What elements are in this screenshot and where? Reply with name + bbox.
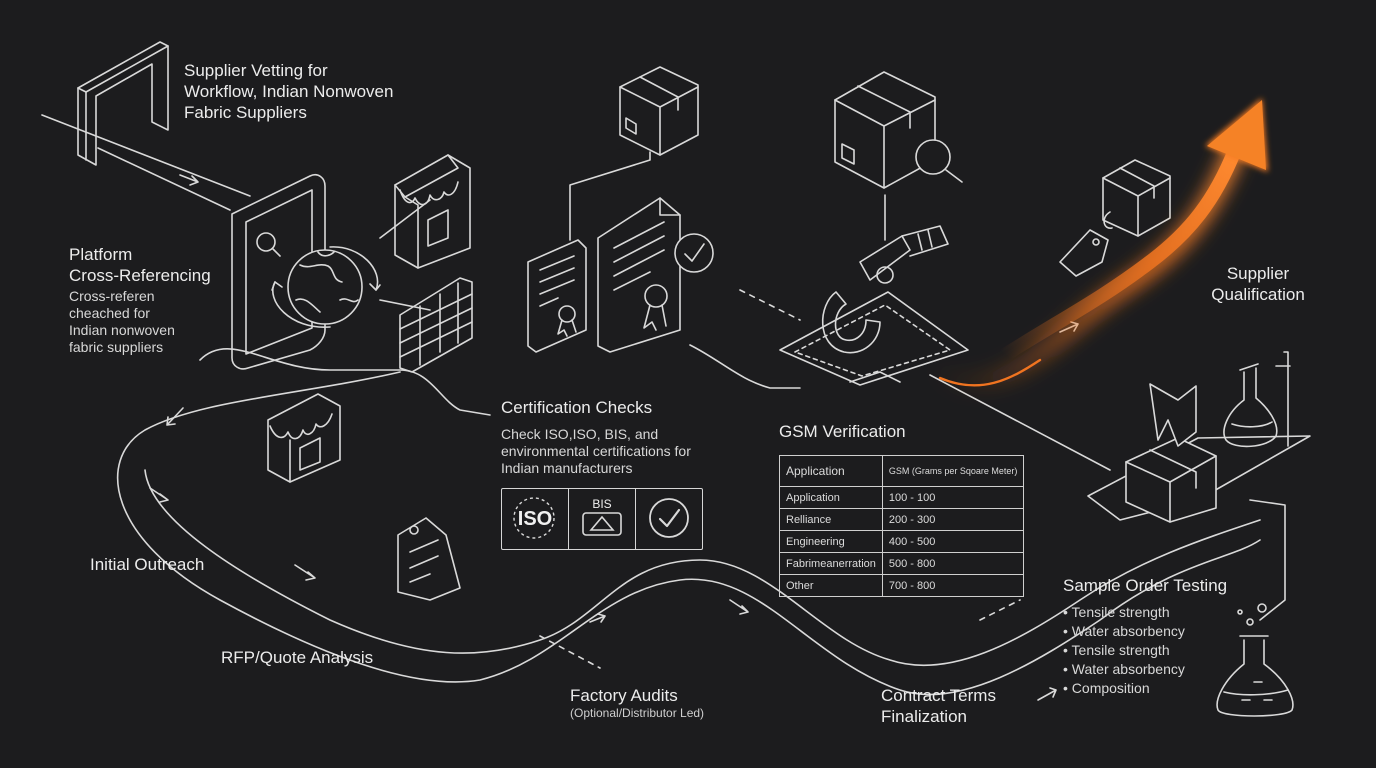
check-badge <box>636 489 702 549</box>
contract-line-2: Finalization <box>881 707 967 726</box>
gsm-cell-range: 200 - 300 <box>881 508 1025 531</box>
dashed-connector-3 <box>979 599 1021 621</box>
qualification-label: Supplier Qualification <box>1205 263 1311 305</box>
certification-heading: Certification Checks <box>501 398 653 417</box>
iso-badge: ISO <box>502 489 569 549</box>
lane-arrow-2 <box>149 487 169 503</box>
list-item: Water absorbency <box>1063 660 1227 679</box>
gsm-header-application: Application <box>779 455 883 487</box>
growth-arrow-icon <box>931 98 1268 392</box>
check-circle-icon <box>649 498 689 538</box>
certification-badges: ISO BIS <box>501 488 703 550</box>
path-outer-edge <box>41 114 1261 696</box>
lane-arrow-3 <box>294 564 316 581</box>
certification-body-3: Indian manufacturers <box>501 460 633 476</box>
audits-section: Factory Audits (Optional/Distributor Led… <box>570 685 704 720</box>
title-line-2: Workflow, Indian Nonwoven <box>184 82 394 101</box>
gsm-cell-range: 400 - 500 <box>881 530 1025 553</box>
bis-mark-icon <box>582 512 622 536</box>
list-item: Tensile strength <box>1063 603 1227 622</box>
qualification-line-2: Qualification <box>1211 285 1305 304</box>
box-icon <box>619 66 699 156</box>
platform-heading-1: Platform <box>69 245 133 264</box>
platform-body-3: Indian nonwoven <box>69 322 175 338</box>
page-title: Supplier Vetting for Workflow, Indian No… <box>184 60 393 123</box>
platform-section: Platform Cross-Referencing Cross-referen… <box>69 244 211 356</box>
box-search-icon <box>834 71 963 189</box>
tablet-icon <box>231 173 326 370</box>
storefront-icon <box>394 154 471 269</box>
rfp-label: RFP/Quote Analysis <box>221 648 374 667</box>
lane-arrow-1 <box>179 174 199 186</box>
qualification-line-1: Supplier <box>1226 264 1290 283</box>
path-inner-edge <box>97 147 1261 667</box>
title-line-1: Supplier Vetting for <box>184 61 328 80</box>
spreadsheet-icon <box>399 277 473 373</box>
platform-body-2: cheached for <box>69 305 150 321</box>
gate-icon <box>77 41 169 166</box>
checkmark-icon <box>674 233 714 273</box>
tag-icon <box>1059 159 1171 277</box>
flask-icon <box>1216 603 1294 717</box>
dashed-connector-1 <box>739 289 801 321</box>
gsm-table-header: Application GSM (Grams per Sqoare Meter) <box>779 455 1025 487</box>
platform-body-4: fabric suppliers <box>69 339 164 355</box>
audits-sub: (Optional/Distributor Led) <box>570 706 705 720</box>
lane-arrow-7 <box>166 407 184 426</box>
list-item: Composition <box>1063 679 1227 698</box>
lane-arrow-5 <box>589 613 606 623</box>
sample-list: Tensile strength Water absorbency Tensil… <box>1063 603 1227 698</box>
platform-heading-2: Cross-Referencing <box>69 266 211 285</box>
contract-line-1: Contract Terms <box>881 686 996 705</box>
gsm-cell-app: Fabrimeanerration <box>779 552 883 575</box>
list-item: Tensile strength <box>1063 641 1227 660</box>
platform-body-1: Cross-referen <box>69 288 155 304</box>
globe-icon <box>271 246 381 328</box>
bis-badge-label: BIS <box>592 497 612 511</box>
connector-cert-gsm <box>689 344 801 389</box>
contract-section: Contract Terms Finalization <box>881 685 996 727</box>
sample-platform <box>1087 351 1311 523</box>
connector-tablet-sheet <box>379 299 431 311</box>
micrometer-icon <box>779 225 969 386</box>
connector-sample-tail <box>1249 499 1286 621</box>
outreach-label: Initial Outreach <box>90 555 205 574</box>
gsm-cell-app: Other <box>779 574 883 597</box>
tag-icon-2 <box>397 517 461 601</box>
sample-section: Sample Order Testing Tensile strength Wa… <box>1063 575 1227 698</box>
gsm-header-gsm: GSM (Grams per Sqoare Meter) <box>881 455 1025 487</box>
certification-section: Certification Checks Check ISO,ISO, BIS,… <box>501 397 691 477</box>
list-item: Water absorbency <box>1063 622 1227 641</box>
sample-heading: Sample Order Testing <box>1063 576 1228 595</box>
certification-body-1: Check ISO,ISO, BIS, and <box>501 426 659 442</box>
connector-tablet-store <box>379 199 431 239</box>
bis-badge: BIS <box>569 489 636 549</box>
certificate-icon <box>527 197 681 353</box>
gsm-cell-range: 100 - 100 <box>881 486 1025 509</box>
gsm-cell-range: 700 - 800 <box>881 574 1025 597</box>
connector-box-cert <box>569 151 651 241</box>
gsm-cell-app: Relliance <box>779 508 883 531</box>
lane-arrow-8 <box>1037 687 1057 701</box>
gsm-table: Application GSM (Grams per Sqoare Meter)… <box>779 455 1025 597</box>
lane-arrow-4 <box>729 599 749 615</box>
certification-body-2: environmental certifications for <box>501 443 691 459</box>
dashed-connector-2 <box>539 635 601 669</box>
iso-ring-icon <box>513 497 555 539</box>
gsm-cell-app: Application <box>779 486 883 509</box>
gsm-cell-app: Engineering <box>779 530 883 553</box>
iso-badge-label: ISO <box>517 508 553 530</box>
title-line-3: Fabric Suppliers <box>184 103 307 122</box>
audits-label: Factory Audits <box>570 686 678 705</box>
gsm-cell-range: 500 - 800 <box>881 552 1025 575</box>
storefront-icon-2 <box>267 393 341 483</box>
gsm-heading: GSM Verification <box>779 422 906 441</box>
